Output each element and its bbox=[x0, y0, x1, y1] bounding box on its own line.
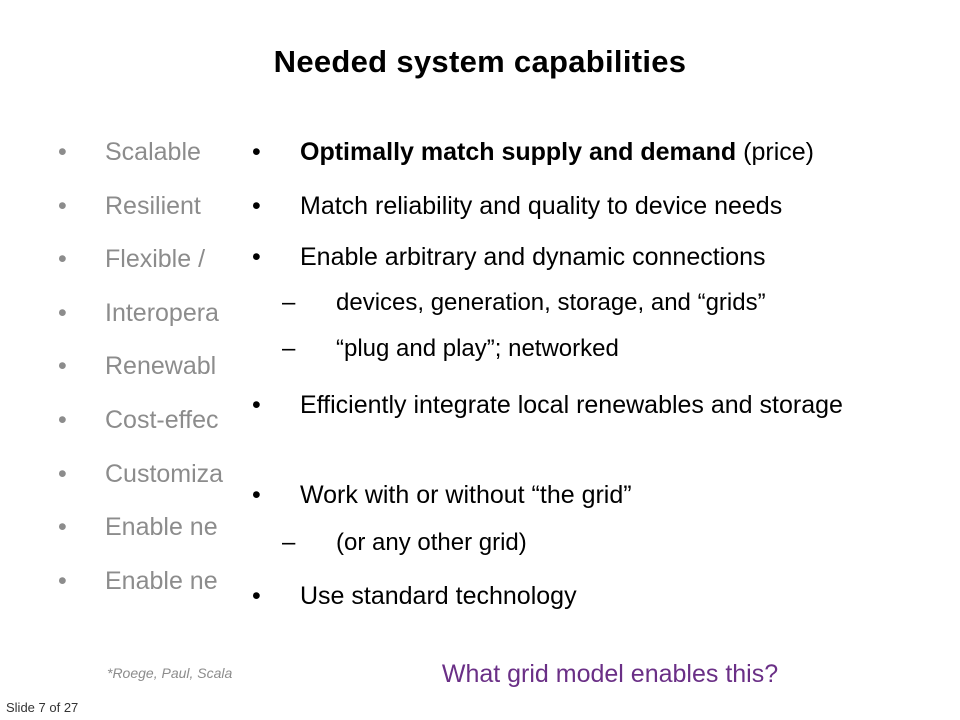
list-item: • Scalable bbox=[58, 136, 258, 190]
capability-item: • Use standard technology bbox=[236, 580, 960, 613]
bullet: • bbox=[252, 138, 261, 166]
capability-item: • Efficiently integrate local renewables… bbox=[236, 389, 960, 422]
capability-bold-text: Optimally match supply and demand bbox=[300, 138, 737, 166]
bullet: • bbox=[58, 566, 67, 595]
bullet: • bbox=[58, 352, 67, 381]
list-item-text: Scalable bbox=[105, 138, 201, 166]
dash: – bbox=[282, 335, 296, 362]
list-item: • Interopera bbox=[58, 297, 258, 351]
list-item-text: Resilient bbox=[105, 191, 201, 220]
slide-title: Needed system capabilities bbox=[273, 44, 687, 79]
capability-sub-text: devices, generation, storage, and “grids… bbox=[336, 289, 766, 316]
bullet: • bbox=[58, 298, 67, 327]
bullet: • bbox=[252, 481, 261, 509]
list-item: • Resilient bbox=[58, 190, 258, 244]
slide-number: Slide 7 of 27 bbox=[6, 700, 79, 715]
capability-sub-text: (or any other grid) bbox=[336, 529, 527, 556]
capability-sub-item: – devices, generation, storage, and “gri… bbox=[236, 287, 960, 319]
bullet: • bbox=[252, 192, 261, 220]
capability-text: Use standard technology bbox=[300, 582, 577, 610]
list-item-text: Flexible / bbox=[105, 245, 206, 274]
list-item-text: Enable ne bbox=[105, 513, 218, 542]
list-item: • Flexible / bbox=[58, 243, 258, 297]
list-item: • Renewabl bbox=[58, 350, 258, 404]
list-item-text: Renewabl bbox=[105, 352, 217, 381]
capability-sub-item: – (or any other grid) bbox=[236, 527, 960, 559]
capability-text: Optimally match supply and demand (price… bbox=[236, 136, 960, 169]
bullet: • bbox=[252, 391, 261, 419]
list-item-text: Interopera bbox=[105, 298, 219, 327]
capability-text: Match reliability and quality to device … bbox=[300, 192, 783, 220]
list-item-text: Cost-effec bbox=[105, 405, 219, 434]
bullet: • bbox=[252, 243, 261, 271]
list-item: • Cost-effec bbox=[58, 404, 258, 458]
dash: – bbox=[282, 529, 296, 556]
closing-question: What grid model enables this? bbox=[441, 660, 779, 688]
capability-item: • Optimally match supply and demand (pri… bbox=[236, 136, 960, 169]
capability-sub-text: “plug and play”; networked bbox=[336, 335, 619, 362]
bullet: • bbox=[58, 138, 67, 166]
bullet: • bbox=[58, 513, 67, 542]
capability-text: Enable arbitrary and dynamic connections bbox=[300, 243, 766, 271]
capability-item: • Match reliability and quality to devic… bbox=[236, 190, 960, 223]
bullet: • bbox=[58, 459, 67, 488]
capability-item: • Enable arbitrary and dynamic connectio… bbox=[236, 241, 960, 274]
list-item-text: Enable ne bbox=[105, 566, 218, 595]
list-item: • Enable ne bbox=[58, 511, 258, 565]
capability-item: • Work with or without “the grid” bbox=[236, 479, 960, 512]
list-item-text: Customiza bbox=[105, 459, 224, 488]
capability-text: Work with or without “the grid” bbox=[300, 481, 632, 509]
capability-text: Efficiently integrate local renewables a… bbox=[300, 391, 843, 419]
bullet: • bbox=[252, 582, 261, 610]
footnote: *Roege, Paul, Scala bbox=[107, 665, 233, 681]
foreground-panel: • Optimally match supply and demand (pri… bbox=[236, 124, 960, 644]
bullet: • bbox=[58, 245, 67, 274]
capability-text-rest: (price) bbox=[736, 138, 814, 166]
dash: – bbox=[282, 289, 296, 316]
background-list: • Scalable • Resilient • Flexible / • Intero… bbox=[58, 136, 258, 618]
list-item: • Customiza bbox=[58, 458, 258, 512]
bullet: • bbox=[58, 191, 67, 220]
capability-sub-item: – “plug and play”; networked bbox=[236, 333, 960, 365]
bullet: • bbox=[58, 405, 67, 434]
list-item: • Enable ne bbox=[58, 565, 258, 619]
